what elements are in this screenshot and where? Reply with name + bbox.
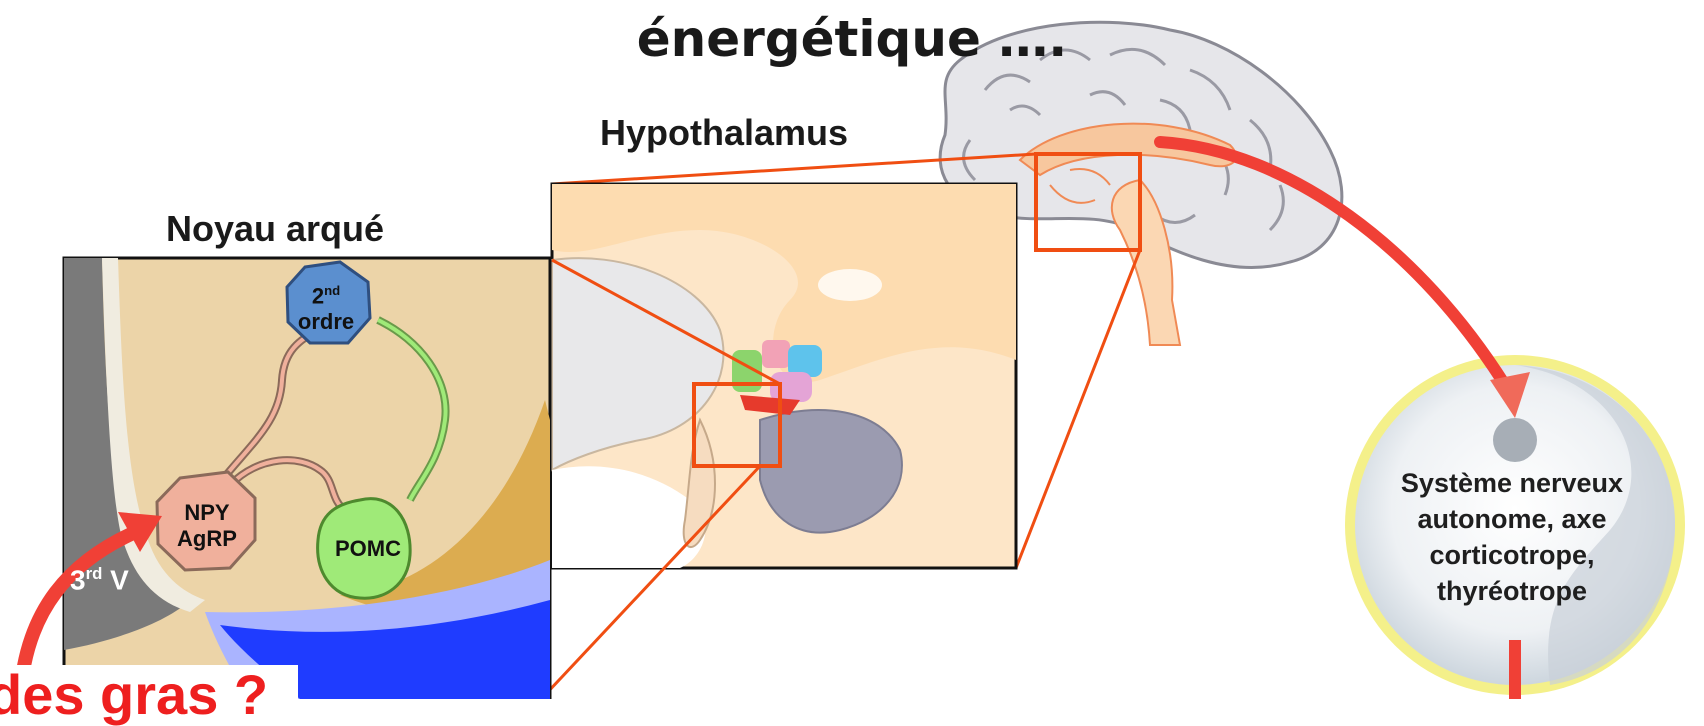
ventricle-number: 3 bbox=[70, 564, 86, 595]
second-order-word: ordre bbox=[298, 309, 354, 334]
second-order-sup: nd bbox=[324, 283, 340, 298]
third-ventricle-label: 3rd V bbox=[70, 564, 129, 596]
page-title: énergétique …. bbox=[0, 10, 1704, 68]
outcome-line-4: thyréotrope bbox=[1352, 573, 1672, 609]
pomc-label: POMC bbox=[318, 536, 418, 562]
second-order-label: 2nd ordre bbox=[286, 278, 366, 335]
outcome-line-1: Système nerveux bbox=[1352, 465, 1672, 501]
question-banner: des gras ? bbox=[0, 665, 298, 725]
outcome-line-3: corticotrope, bbox=[1352, 537, 1672, 573]
npy-agrp-label: NPY AgRP bbox=[152, 500, 262, 552]
arcuate-nucleus-label: Noyau arqué bbox=[166, 208, 384, 250]
outcome-line-2: autonome, axe bbox=[1352, 501, 1672, 537]
second-order-number: 2 bbox=[312, 283, 324, 308]
hypothalamus-label: Hypothalamus bbox=[600, 112, 848, 154]
ventricle-sup: rd bbox=[86, 564, 103, 583]
npy-label: NPY bbox=[184, 500, 229, 525]
outcome-text: Système nerveux autonome, axe corticotro… bbox=[1352, 465, 1672, 609]
agrp-label: AgRP bbox=[177, 526, 237, 551]
ventricle-letter: V bbox=[102, 564, 128, 595]
